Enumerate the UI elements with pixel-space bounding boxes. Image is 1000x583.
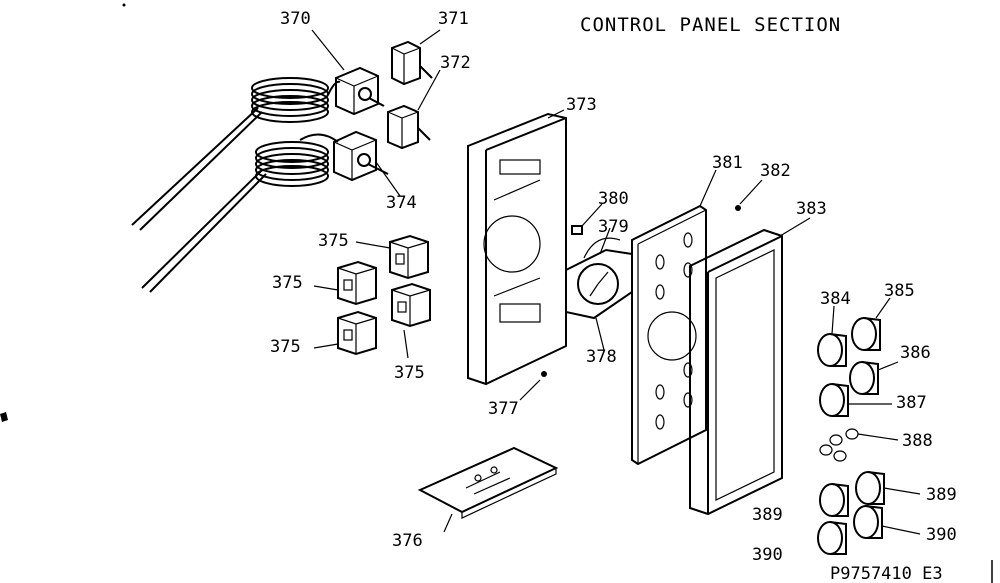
switch-375-lower-right xyxy=(391,282,431,328)
diagram-code: P9757410 E3 xyxy=(830,564,943,583)
callout-382: 382 xyxy=(760,161,791,181)
callout-378: 378 xyxy=(586,347,617,367)
callout-379: 379 xyxy=(598,217,629,237)
callout-386: 386 xyxy=(900,343,931,363)
part-380 xyxy=(571,225,583,235)
callout-389-left: 389 xyxy=(752,505,783,525)
switch-375-lower-left xyxy=(337,310,377,356)
callout-371: 371 xyxy=(438,9,469,29)
knob-387 xyxy=(819,383,849,417)
switch-375-upper-left xyxy=(337,260,377,306)
callout-389-right: 389 xyxy=(926,485,957,505)
knob-390 xyxy=(817,505,883,555)
knob-384 xyxy=(817,333,847,367)
timer-378 xyxy=(565,248,633,320)
knob-386 xyxy=(849,361,879,395)
callout-390-right: 390 xyxy=(926,525,957,545)
trim-frame-383 xyxy=(689,228,783,516)
knob-389 xyxy=(819,471,885,517)
control-panel-373 xyxy=(467,112,567,386)
callout-385: 385 xyxy=(884,281,915,301)
callout-387: 387 xyxy=(896,393,927,413)
callout-390-left: 390 xyxy=(752,545,783,565)
callout-375-bottom: 375 xyxy=(394,363,425,383)
part-379 xyxy=(583,237,621,259)
screw-382 xyxy=(735,205,741,211)
callout-384: 384 xyxy=(820,289,851,309)
instruction-plate-376 xyxy=(417,446,559,519)
callout-372: 372 xyxy=(440,53,471,73)
switch-372 xyxy=(387,104,431,150)
callout-375-top: 375 xyxy=(318,231,349,251)
callout-381: 381 xyxy=(712,153,743,173)
callout-388: 388 xyxy=(902,431,933,451)
callout-376: 376 xyxy=(392,531,423,551)
callout-374: 374 xyxy=(386,193,417,213)
screw-377 xyxy=(541,371,547,377)
callout-370: 370 xyxy=(280,9,311,29)
callout-375-left: 375 xyxy=(272,273,303,293)
callout-380: 380 xyxy=(598,189,629,209)
callout-375-lower-left: 375 xyxy=(270,337,301,357)
panel-381 xyxy=(631,204,707,466)
switch-375-upper-right xyxy=(389,234,429,280)
knob-385 xyxy=(851,317,881,351)
leader-lines xyxy=(311,29,921,535)
callout-373: 373 xyxy=(566,95,597,115)
switch-371 xyxy=(391,40,433,86)
callout-377: 377 xyxy=(488,399,519,419)
rings-388 xyxy=(819,428,859,462)
callout-383: 383 xyxy=(796,199,827,219)
diagram-title: CONTROL PANEL SECTION xyxy=(580,14,841,36)
thermostat-370 xyxy=(131,66,385,231)
thermostat-374 xyxy=(141,130,389,293)
